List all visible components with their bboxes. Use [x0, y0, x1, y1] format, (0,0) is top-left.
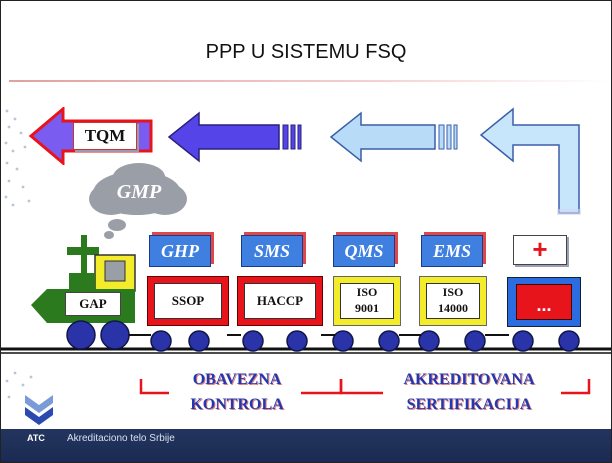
plus-box: + — [513, 235, 567, 265]
wagon-iso14000: ISO 14000 — [419, 276, 487, 326]
plus-icon: + — [532, 234, 548, 264]
iso14000-label-box: ISO 14000 — [426, 283, 480, 319]
sms-box: SMS — [241, 235, 303, 267]
bracket-lines — [139, 379, 591, 395]
ghp-box: GHP — [149, 235, 211, 267]
atc-logo — [25, 395, 53, 425]
wagon-haccp: HACCP — [237, 276, 323, 326]
curved-up-arrow — [479, 107, 581, 215]
obavezna-label: OBAVEZNA — [192, 371, 282, 388]
light-blue-arrow — [329, 111, 458, 163]
wagon-ssop: SSOP — [147, 276, 229, 326]
title-divider — [9, 80, 609, 82]
footer-bar: ATC Akreditaciono telo Srbije — [1, 429, 611, 462]
sertifikacija-label: SERTIFIKACIJA — [406, 396, 532, 413]
gap-label: GAP — [65, 292, 121, 316]
iso9001-label-box: ISO 9001 — [340, 283, 394, 319]
tqm-label-box: TQM — [73, 122, 137, 150]
qms-box: QMS — [333, 235, 395, 267]
akreditovana-label: AKREDITOVANA — [403, 371, 535, 388]
gmp-label: GMP — [116, 181, 162, 203]
kontrola-label: KONTROLA — [190, 396, 284, 413]
decorative-dots — [4, 109, 33, 399]
wagon-iso9001: ISO 9001 — [333, 276, 401, 326]
ems-box: EMS — [421, 235, 483, 267]
slide-title: PPP U SISTEMU FSQ — [205, 41, 407, 63]
footer-logo-text: ATC — [27, 433, 45, 443]
gmp-cloud — [89, 163, 187, 239]
wagon-more: ... — [507, 277, 581, 327]
rail-track — [1, 347, 611, 354]
purple-arrow — [167, 111, 302, 163]
train-undercarriage — [1, 320, 611, 354]
footer-org-name: Akreditaciono telo Srbije — [67, 433, 175, 444]
